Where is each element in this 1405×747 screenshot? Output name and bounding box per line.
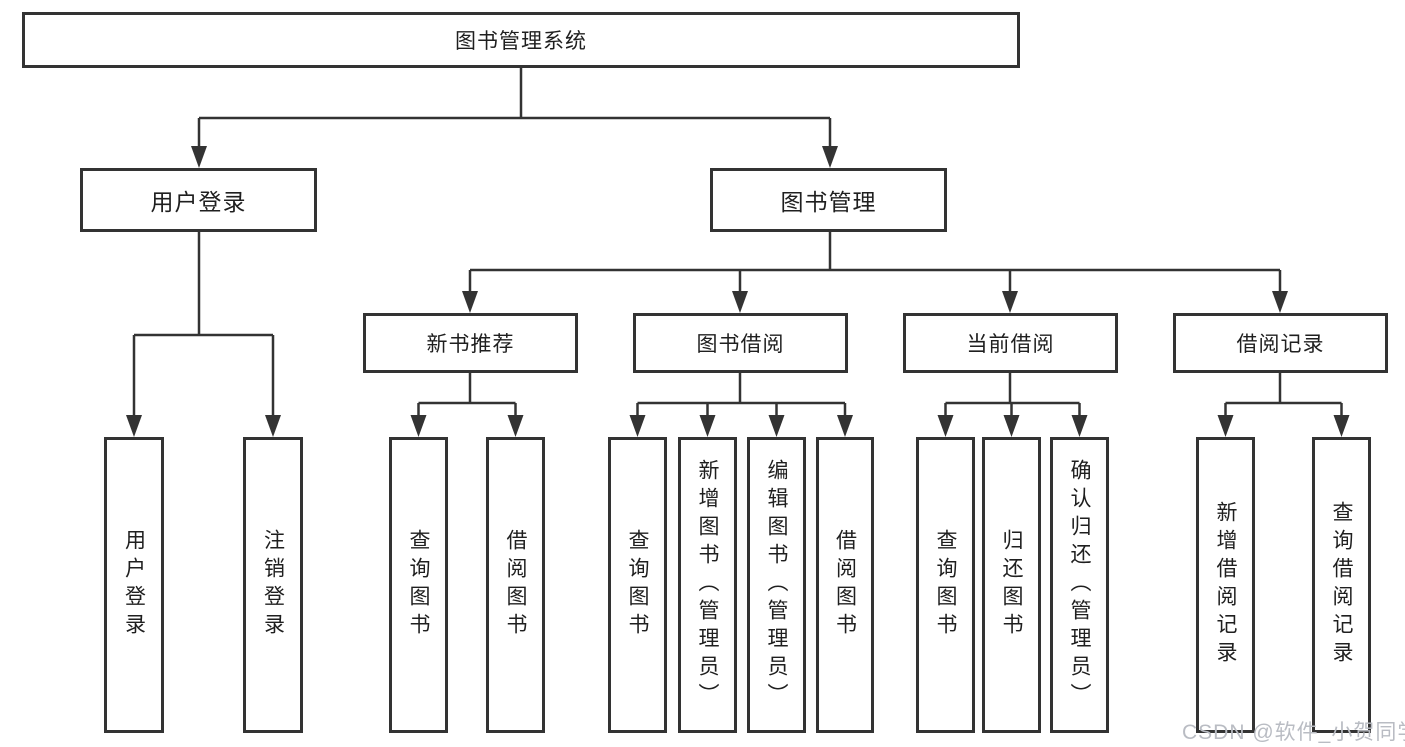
leaf-borrow-books-recommend: 借阅图书: [486, 437, 545, 733]
leaf-label: 归还图书: [1000, 529, 1023, 641]
leaf-search-borrow-record: 查询借阅记录: [1312, 437, 1371, 733]
leaf-search-books-borrowing: 查询图书: [608, 437, 667, 733]
leaf-label: 借阅图书: [833, 529, 857, 641]
watermark-text: CSDN @软件_小贺同学: [1182, 721, 1405, 744]
leaf-logout-login: 注销登录: [243, 437, 303, 733]
leaf-label: 编辑图书（管理员）: [765, 459, 788, 711]
leaf-search-books-current: 查询图书: [916, 437, 975, 733]
leaf-label: 注销登录: [261, 529, 285, 641]
leaf-add-borrow-record: 新增借阅记录: [1196, 437, 1255, 733]
leaf-search-books-recommend: 查询图书: [389, 437, 448, 733]
arrowhead-icons: [126, 146, 1350, 437]
leaf-label: 查询图书: [626, 529, 649, 641]
leaf-borrow-books: 借阅图书: [816, 437, 874, 733]
connector-lines: [132, 68, 1343, 419]
leaf-user-login: 用户登录: [104, 437, 164, 733]
leaf-label: 查询图书: [934, 529, 957, 641]
leaf-return-books: 归还图书: [982, 437, 1041, 733]
leaf-label: 新增图书（管理员）: [696, 459, 719, 711]
node-user-login: 用户登录: [80, 168, 317, 232]
node-book-management: 图书管理: [710, 168, 947, 232]
leaf-edit-books-admin: 编辑图书（管理员）: [747, 437, 806, 733]
leaf-label: 查询借阅记录: [1330, 501, 1353, 669]
leaf-add-books-admin: 新增图书（管理员）: [678, 437, 737, 733]
node-system-root: 图书管理系统: [22, 12, 1020, 68]
node-book-borrowing: 图书借阅: [633, 313, 848, 373]
node-borrowing-records: 借阅记录: [1173, 313, 1388, 373]
node-current-borrowing: 当前借阅: [903, 313, 1118, 373]
leaf-label: 确认归还（管理员）: [1068, 459, 1091, 711]
leaf-label: 借阅图书: [504, 529, 527, 641]
leaf-label: 新增借阅记录: [1214, 501, 1237, 669]
leaf-label: 用户登录: [122, 529, 146, 641]
leaf-confirm-return-admin: 确认归还（管理员）: [1050, 437, 1109, 733]
node-new-book-recommend: 新书推荐: [363, 313, 578, 373]
leaf-label: 查询图书: [407, 529, 430, 641]
